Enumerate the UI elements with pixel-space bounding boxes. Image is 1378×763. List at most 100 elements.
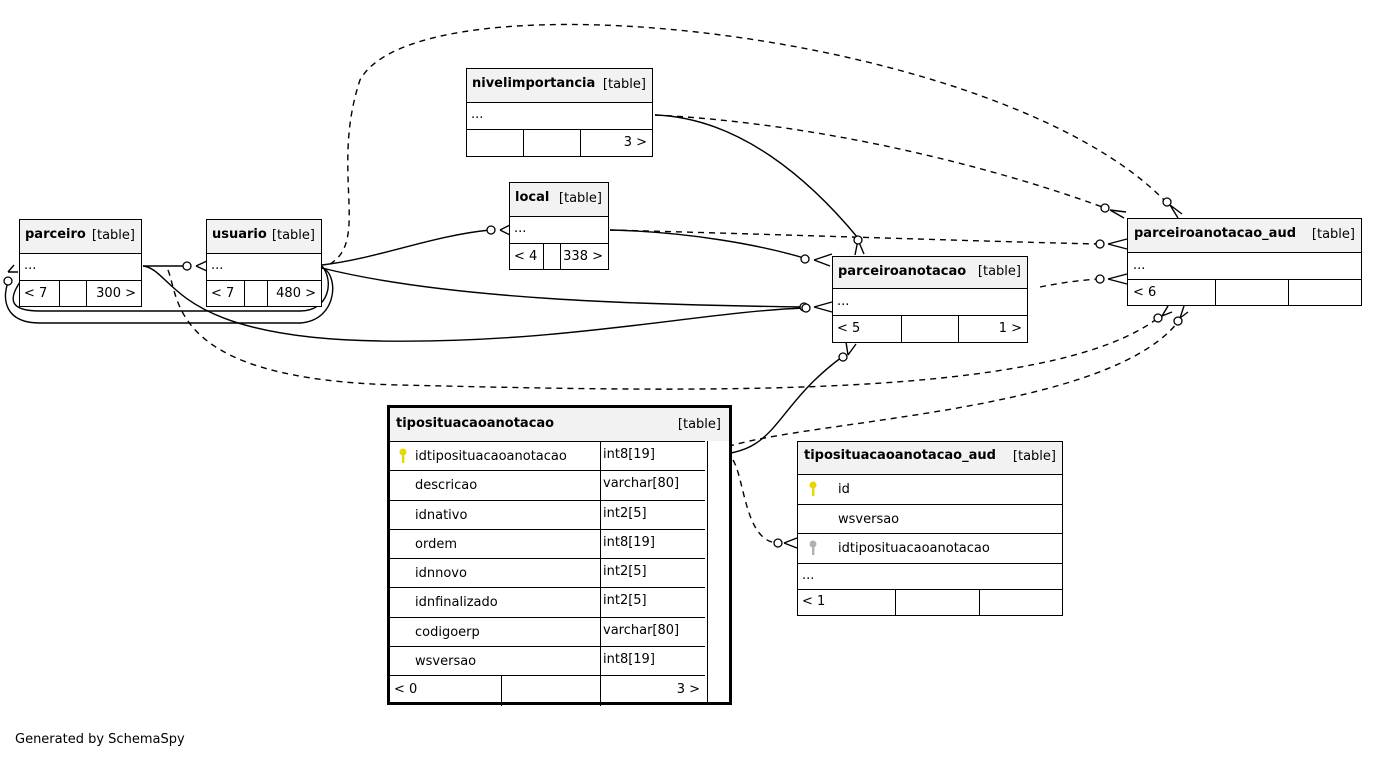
optional-pa-left3: [801, 303, 811, 313]
edge-nivelimportancia-parceiroanotacao: [654, 114, 859, 239]
children-count[interactable]: 480 >: [276, 286, 316, 301]
parents-count[interactable]: < 6: [1133, 285, 1157, 300]
optional-aud-top1: [1100, 203, 1110, 213]
ellipsis: ...: [837, 294, 850, 309]
children-count[interactable]: 300 >: [96, 286, 136, 301]
table-name: local: [515, 190, 550, 205]
edge-nivelimportancia-parceiroanotacao-aud: [654, 114, 1106, 209]
column-name: wsversao: [415, 653, 477, 669]
edge-tiposituacaoanotacao-aud: [732, 459, 779, 544]
parents-count[interactable]: < 7: [211, 286, 235, 301]
table-name: nivelimportancia: [472, 76, 596, 91]
arrow-aud-top1: [1109, 209, 1127, 219]
parents-count[interactable]: < 1: [802, 594, 826, 609]
edge-parceiro-self-loop: [12, 265, 329, 312]
arrow-aud-top2: [1169, 204, 1183, 219]
relations-row: < 4 338 >: [510, 243, 608, 270]
edge-parceiro-parceiroanotacao-aud: [167, 269, 1159, 390]
ellipsis: ...: [802, 568, 815, 583]
arrow-parceiroanotacao-bottom: [845, 341, 857, 356]
ellipsis: ...: [514, 221, 527, 236]
table-header: nivelimportancia [table]: [467, 69, 652, 102]
column-name: idnativo: [415, 507, 468, 523]
edge-usuario-local: [321, 229, 491, 266]
parents-count[interactable]: < 7: [24, 286, 48, 301]
column-type: varchar[80]: [603, 476, 680, 492]
table-type: [table]: [91, 228, 135, 243]
table-name: parceiroanotacao: [838, 264, 967, 279]
arrow-local: [499, 224, 511, 236]
column-name: idtiposituacaoanotacao: [415, 449, 567, 464]
ellipsis-row: ...: [510, 216, 608, 244]
children-count[interactable]: 338 >: [563, 249, 603, 264]
column-row: id: [798, 474, 1062, 504]
column-row: codigoerp varchar[80]: [390, 616, 705, 647]
relations-row: < 1: [798, 589, 1062, 616]
table-name: parceiro: [25, 227, 86, 242]
optional-pa-top: [853, 235, 863, 245]
parents-count[interactable]: < 4: [514, 249, 538, 264]
table-nivelimportancia[interactable]: nivelimportancia [table] ... 3 >: [466, 68, 653, 157]
ellipsis-row: ...: [207, 253, 321, 281]
table-parceiroanotacao-aud[interactable]: parceiroanotacao_aud [table] ... < 6: [1127, 218, 1362, 306]
edge-usuario-parceiroanotacao: [321, 267, 805, 308]
table-name: tiposituacaoanotacao_aud: [804, 448, 996, 463]
relations-row: < 0 3 >: [390, 675, 705, 706]
column-type: int2[5]: [603, 505, 647, 521]
column-name: codigoerp: [415, 624, 480, 640]
column-name: ordem: [415, 536, 457, 552]
optional-aud-bottom1: [1153, 313, 1163, 323]
ellipsis: ...: [24, 258, 37, 273]
column-row: idtiposituacaoanotacao: [798, 533, 1062, 563]
column-name: descricao: [415, 478, 478, 494]
relations-row: < 5 1 >: [833, 315, 1027, 343]
column-type: int2[5]: [603, 564, 647, 579]
optional-local: [486, 225, 496, 235]
relations-row: 3 >: [467, 129, 652, 157]
optional-tsa-aud: [773, 538, 783, 548]
ellipsis-row: ...: [1128, 252, 1361, 280]
column-name: id: [838, 482, 850, 497]
table-parceiroanotacao[interactable]: parceiroanotacao [table] ... < 5 1 >: [832, 256, 1028, 343]
arrow-aud-left1: [1107, 238, 1128, 250]
table-name: tiposituacaoanotacao: [396, 416, 555, 431]
edge-local-parceiroanotacao: [609, 229, 805, 259]
primary-key-icon: [809, 481, 817, 497]
table-type: [table]: [1311, 227, 1355, 242]
column-row: descricao varchar[80]: [390, 470, 705, 501]
table-tiposituacaoanotacao[interactable]: tiposituacaoanotacao [table] idtipositua…: [387, 405, 732, 706]
parents-count[interactable]: < 0: [394, 682, 418, 697]
table-usuario[interactable]: usuario [table] ... < 7 480 >: [206, 219, 322, 307]
optional-usuario: [182, 261, 192, 271]
edge-local-parceiroanotacao-aud: [609, 229, 1101, 245]
ellipsis-row: ...: [467, 102, 652, 130]
column-type: varchar[80]: [603, 622, 680, 638]
children-count[interactable]: 3 >: [623, 135, 647, 150]
column-name: idnfinalizado: [415, 595, 498, 611]
edge-usuario-parceiro-loop: [4, 267, 334, 324]
parents-count[interactable]: < 5: [837, 321, 861, 336]
arrow-parceiroanotacao-left2: [813, 301, 833, 313]
children-count[interactable]: 3 >: [676, 682, 700, 697]
table-type: [table]: [977, 264, 1021, 279]
column-type: int8[19]: [603, 447, 655, 462]
ellipsis: ...: [471, 107, 484, 122]
ellipsis-row: ...: [20, 253, 141, 281]
table-type: [table]: [602, 77, 646, 92]
edge-parceiro-parceiroanotacao: [142, 265, 805, 342]
relations-row: < 7 480 >: [207, 280, 321, 307]
edge-parceiroanotacao-parceiroanotacao-aud: [1039, 278, 1101, 288]
table-parceiro[interactable]: parceiro [table] ... < 7 300 >: [19, 219, 142, 307]
children-count[interactable]: 1 >: [998, 321, 1022, 336]
arrow-aud-left2: [1107, 273, 1128, 285]
ellipsis: ...: [1133, 258, 1146, 273]
foreign-key-icon: [809, 540, 817, 556]
optional-aud-top2: [1162, 197, 1172, 207]
table-local[interactable]: local [table] ... < 4 338 >: [509, 182, 609, 270]
relations-row: < 7 300 >: [20, 280, 141, 307]
